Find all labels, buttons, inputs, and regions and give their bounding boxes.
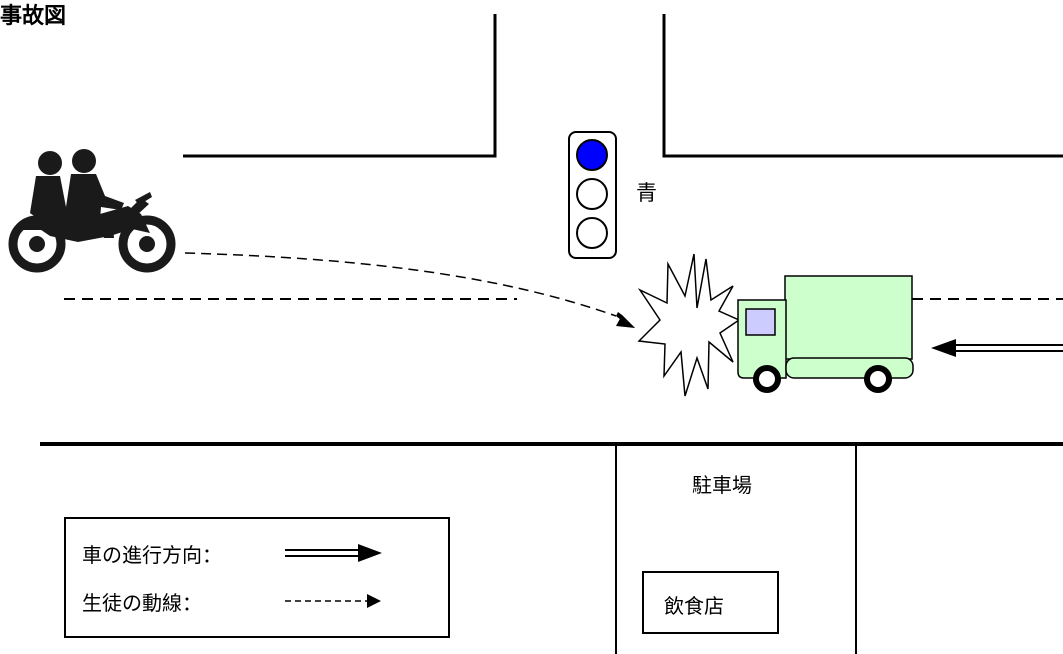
legend-dashed-arrow-icon	[285, 594, 381, 608]
restaurant-box: 飲食店	[642, 571, 779, 634]
parking-lot-label: 駐車場	[692, 473, 752, 497]
signal-light-bottom	[576, 217, 608, 249]
signal-light-blue	[576, 139, 608, 171]
motorcycle-with-two-riders-icon	[8, 149, 176, 273]
vehicle-direction-arrow	[931, 339, 1063, 357]
road-edge-upper-right	[662, 14, 1063, 158]
traffic-signal-icon	[568, 131, 617, 259]
road-edge-upper-left	[183, 14, 497, 158]
restaurant-label: 飲食店	[664, 594, 724, 618]
legend-double-arrow-icon	[285, 544, 382, 562]
legend: 車の進行方向： 生徒の動線：	[64, 517, 450, 638]
truck-icon	[737, 275, 914, 393]
signal-state-label: 青	[636, 181, 657, 205]
page-title: 事故図	[0, 4, 67, 29]
student-path-arrow	[184, 252, 635, 328]
truck-window	[745, 308, 776, 336]
legend-vehicle-direction-label: 車の進行方向：	[82, 543, 222, 567]
collision-burst-icon	[637, 253, 741, 397]
signal-light-middle	[576, 178, 608, 210]
legend-student-path-label: 生徒の動線：	[82, 591, 202, 615]
